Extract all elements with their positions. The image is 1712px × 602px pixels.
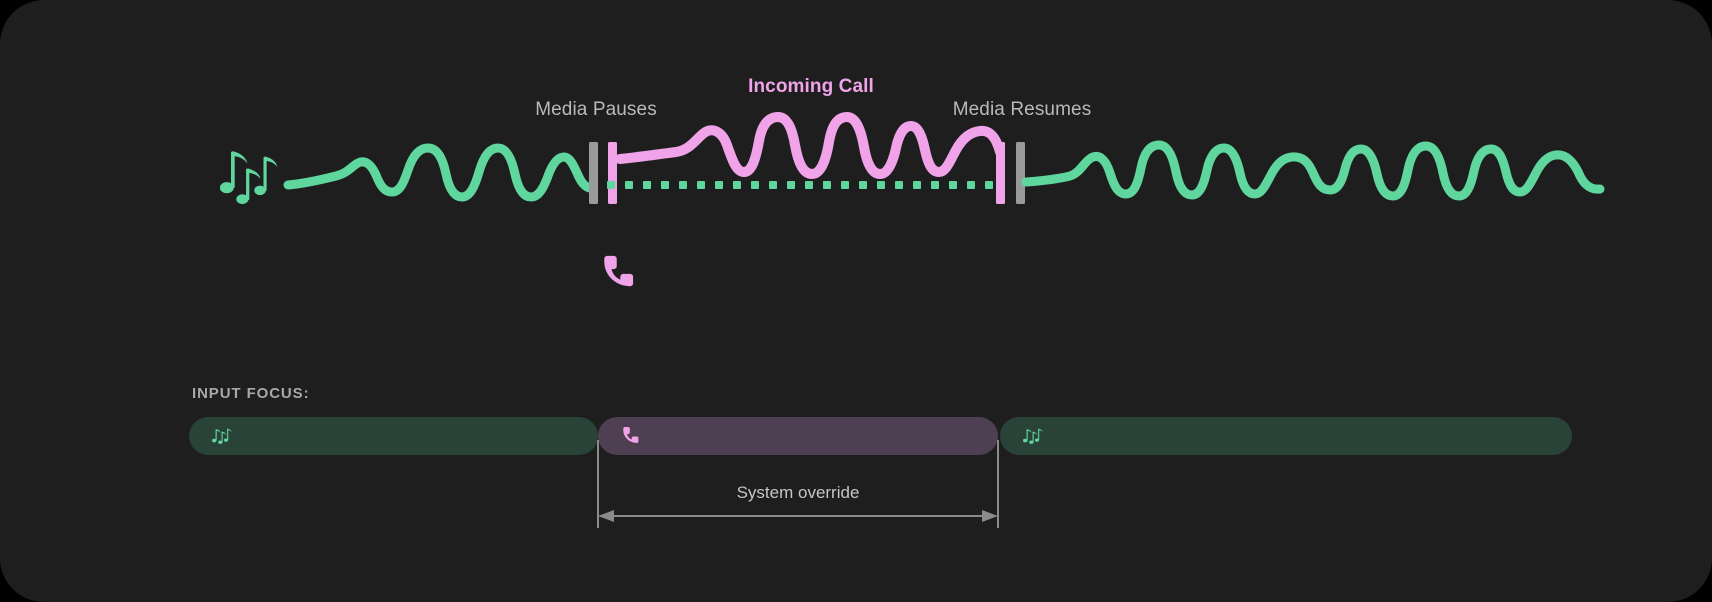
timeline-waveform-graphic [219, 112, 1605, 287]
waveform-media-left [283, 143, 595, 202]
pause-bar-pink-right [996, 142, 1005, 204]
label-media-resumes: Media Resumes [952, 99, 1092, 120]
phone-handset-icon [620, 425, 642, 447]
label-incoming-call: Incoming Call [748, 76, 874, 97]
music-notes-icon [219, 151, 278, 205]
focus-track-media-before[interactable] [189, 417, 598, 455]
measure-arrowhead-right [982, 510, 998, 522]
system-override-measure [597, 440, 999, 528]
timeline-stage: Media Pauses Incoming Call Media Resumes [219, 76, 1605, 287]
measure-arrowhead-left [598, 510, 614, 522]
music-notes-icon [211, 426, 235, 446]
waveform-incoming-call [615, 112, 1005, 179]
pause-bar-gray-right [1016, 142, 1025, 204]
focus-track-media-after[interactable] [1000, 417, 1572, 455]
label-media-pauses: Media Pauses [535, 99, 657, 120]
input-focus-title: INPUT FOCUS: [192, 385, 310, 402]
system-override-label: System override [736, 483, 860, 502]
pause-bar-gray-left [589, 142, 598, 204]
music-notes-icon [1022, 426, 1046, 446]
waveform-media-right [1021, 140, 1605, 201]
focus-track-call[interactable] [598, 417, 998, 455]
pause-bar-pink-left [608, 142, 617, 204]
phone-handset-icon [604, 255, 634, 287]
muted-media-dotted-line [607, 181, 993, 189]
